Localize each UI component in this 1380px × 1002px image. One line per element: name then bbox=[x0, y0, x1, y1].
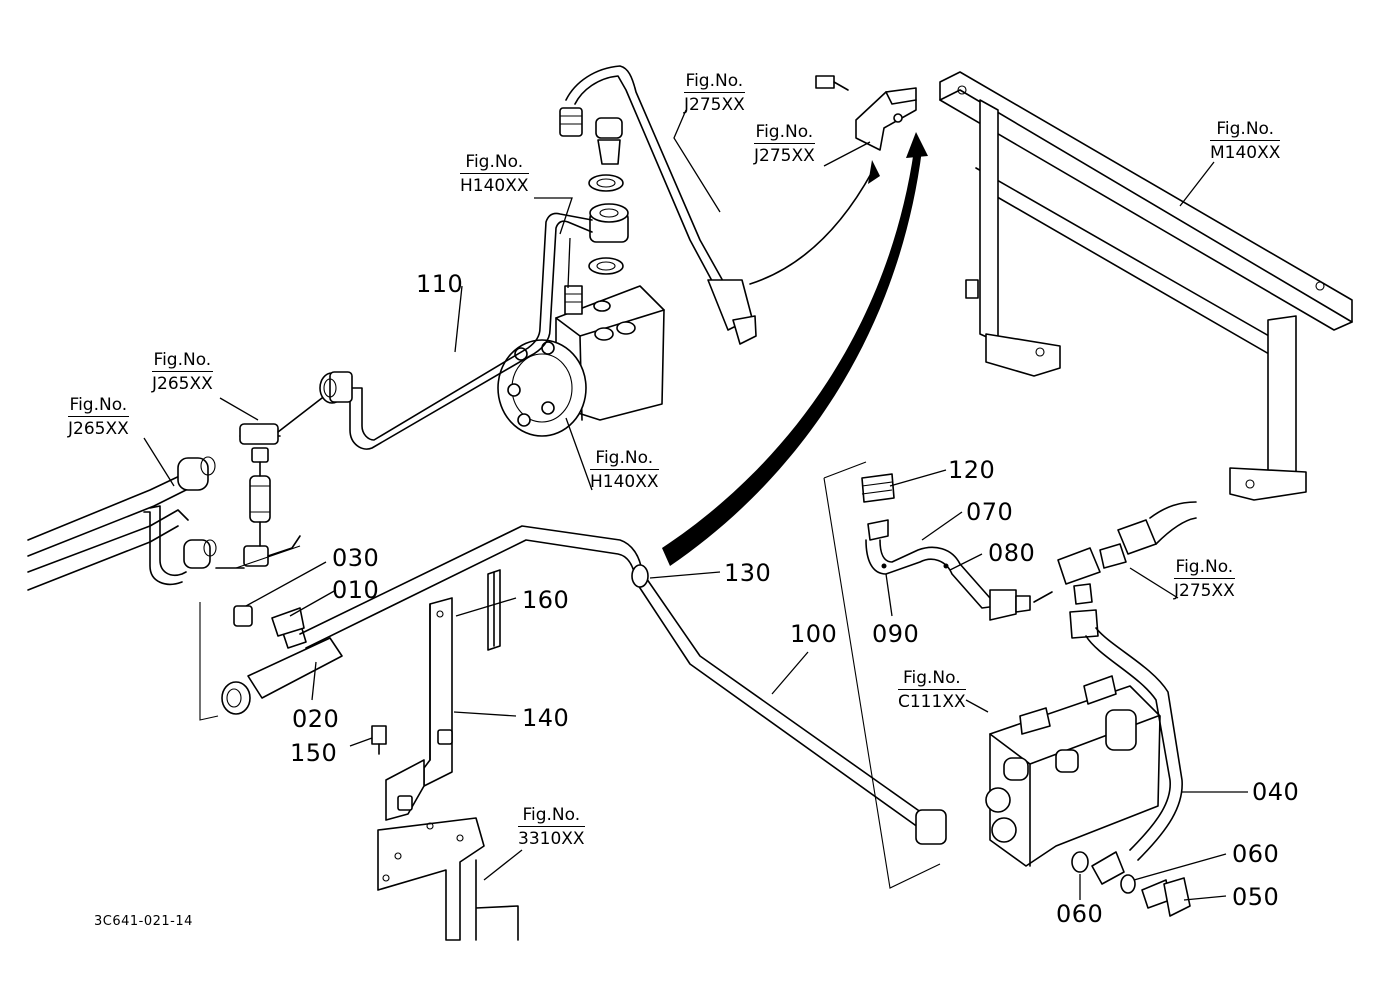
part-label-040: 040 bbox=[1252, 778, 1300, 806]
fig-ref-j265-inner: Fig.No. J265XX bbox=[152, 349, 213, 395]
part-label-030: 030 bbox=[332, 544, 380, 572]
plate-140 bbox=[371, 569, 501, 821]
fig-ref-prefix: Fig.No. bbox=[1216, 119, 1275, 139]
part-label-050: 050 bbox=[1232, 883, 1280, 911]
fig-ref-prefix: Fig.No. bbox=[522, 805, 581, 825]
fig-ref-code: H140XX bbox=[460, 173, 529, 197]
fig-ref-code: J275XX bbox=[1174, 578, 1235, 602]
control-valve bbox=[985, 627, 1191, 917]
fig-ref-prefix: Fig.No. bbox=[1175, 557, 1234, 577]
part-label-130: 130 bbox=[724, 559, 772, 587]
fig-ref-code: J275XX bbox=[754, 143, 815, 167]
fig-ref-j265-outer: Fig.No. J265XX bbox=[68, 394, 129, 440]
fig-ref-prefix: Fig.No. bbox=[755, 122, 814, 142]
fig-ref-h140-top: Fig.No. H140XX bbox=[460, 151, 529, 197]
fig-ref-prefix: Fig.No. bbox=[153, 350, 212, 370]
leader-lines bbox=[245, 237, 1248, 901]
part-label-160: 160 bbox=[522, 586, 570, 614]
part-label-060-bottom: 060 bbox=[1056, 900, 1104, 928]
routing-arrows bbox=[662, 132, 928, 566]
fig-ref-prefix: Fig.No. bbox=[69, 395, 128, 415]
lower-bracket bbox=[377, 817, 519, 941]
fig-ref-prefix: Fig.No. bbox=[902, 668, 961, 688]
fig-ref-prefix: Fig.No. bbox=[595, 448, 654, 468]
fig-ref-j275-top: Fig.No. J275XX bbox=[684, 70, 745, 116]
fig-ref-3310: Fig.No. 3310XX bbox=[518, 804, 585, 850]
fig-ref-code: J265XX bbox=[152, 371, 213, 395]
tee-fitting bbox=[1057, 501, 1197, 639]
part-label-080: 080 bbox=[988, 539, 1036, 567]
fig-ref-code: J265XX bbox=[68, 416, 129, 440]
part-label-140: 140 bbox=[522, 704, 570, 732]
upper-hose bbox=[559, 65, 757, 345]
left-hoses bbox=[27, 397, 323, 591]
part-label-110: 110 bbox=[416, 270, 464, 298]
part-label-120: 120 bbox=[948, 456, 996, 484]
pipe-110 bbox=[319, 212, 593, 450]
group-outlines bbox=[199, 461, 941, 889]
part-label-060-right: 060 bbox=[1232, 840, 1280, 868]
fig-ref-code: H140XX bbox=[590, 469, 659, 493]
fig-ref-c111: Fig.No. C111XX bbox=[898, 667, 966, 713]
part-label-010: 010 bbox=[332, 576, 380, 604]
steering-unit bbox=[497, 117, 665, 437]
fig-ref-prefix: Fig.No. bbox=[685, 71, 744, 91]
fig-ref-code: M140XX bbox=[1210, 140, 1281, 164]
part-label-020: 020 bbox=[292, 705, 340, 733]
ref-leaders bbox=[143, 109, 1215, 881]
fig-ref-j275-mid: Fig.No. J275XX bbox=[754, 121, 815, 167]
drawing-code: 3C641-021-14 bbox=[94, 914, 193, 929]
fig-ref-h140-bottom: Fig.No. H140XX bbox=[590, 447, 659, 493]
part-label-070: 070 bbox=[966, 498, 1014, 526]
part-label-090: 090 bbox=[872, 620, 920, 648]
part-label-150: 150 bbox=[290, 739, 338, 767]
fig-ref-code: C111XX bbox=[898, 689, 966, 713]
pipe-130-100 bbox=[221, 525, 947, 845]
fig-ref-code: J275XX bbox=[684, 92, 745, 116]
part-label-100: 100 bbox=[790, 620, 838, 648]
fig-ref-prefix: Fig.No. bbox=[465, 152, 524, 172]
fig-ref-code: 3310XX bbox=[518, 826, 585, 850]
fig-ref-m140: Fig.No. M140XX bbox=[1210, 118, 1281, 164]
top-bracket bbox=[815, 75, 917, 151]
pipe-070-090 bbox=[861, 473, 1053, 621]
fig-ref-j275-right: Fig.No. J275XX bbox=[1174, 556, 1235, 602]
frame bbox=[939, 71, 1353, 501]
